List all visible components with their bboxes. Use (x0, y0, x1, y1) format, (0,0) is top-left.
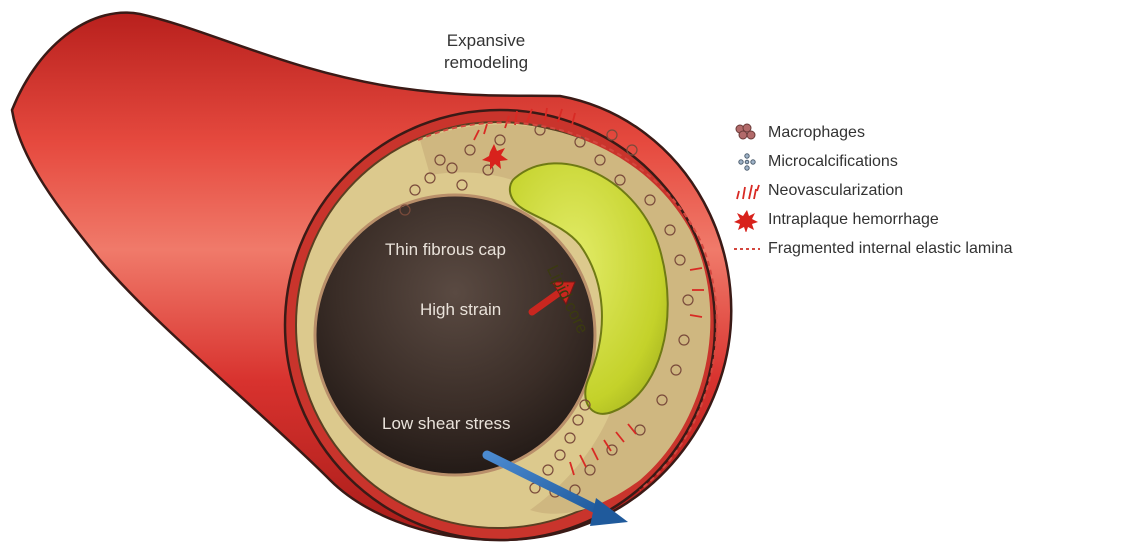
legend-label: Neovascularization (768, 182, 903, 200)
legend-label: Macrophages (768, 124, 865, 142)
macrophage-icon (732, 121, 762, 145)
dashed-line-icon (732, 237, 762, 261)
expansive-remodeling-label: Expansive remodeling (416, 30, 556, 74)
legend: Macrophages Microcalcifications Neovascu… (732, 118, 1112, 263)
legend-label: Microcalcifications (768, 153, 898, 171)
thin-fibrous-cap-label: Thin fibrous cap (385, 240, 506, 260)
microcalcification-icon (732, 150, 762, 174)
legend-item-microcalcifications: Microcalcifications (732, 147, 1112, 176)
legend-item-neovascularization: Neovascularization (732, 176, 1112, 205)
legend-label: Intraplaque hemorrhage (768, 211, 939, 229)
low-shear-stress-label: Low shear stress (382, 414, 511, 434)
legend-item-hemorrhage: Intraplaque hemorrhage (732, 205, 1112, 234)
high-strain-label: High strain (420, 300, 501, 320)
legend-item-macrophages: Macrophages (732, 118, 1112, 147)
hemorrhage-icon (732, 208, 762, 232)
legend-item-elastic-lamina: Fragmented internal elastic lamina (732, 234, 1112, 263)
legend-label: Fragmented internal elastic lamina (768, 240, 1013, 258)
neovascularization-icon (732, 179, 762, 203)
